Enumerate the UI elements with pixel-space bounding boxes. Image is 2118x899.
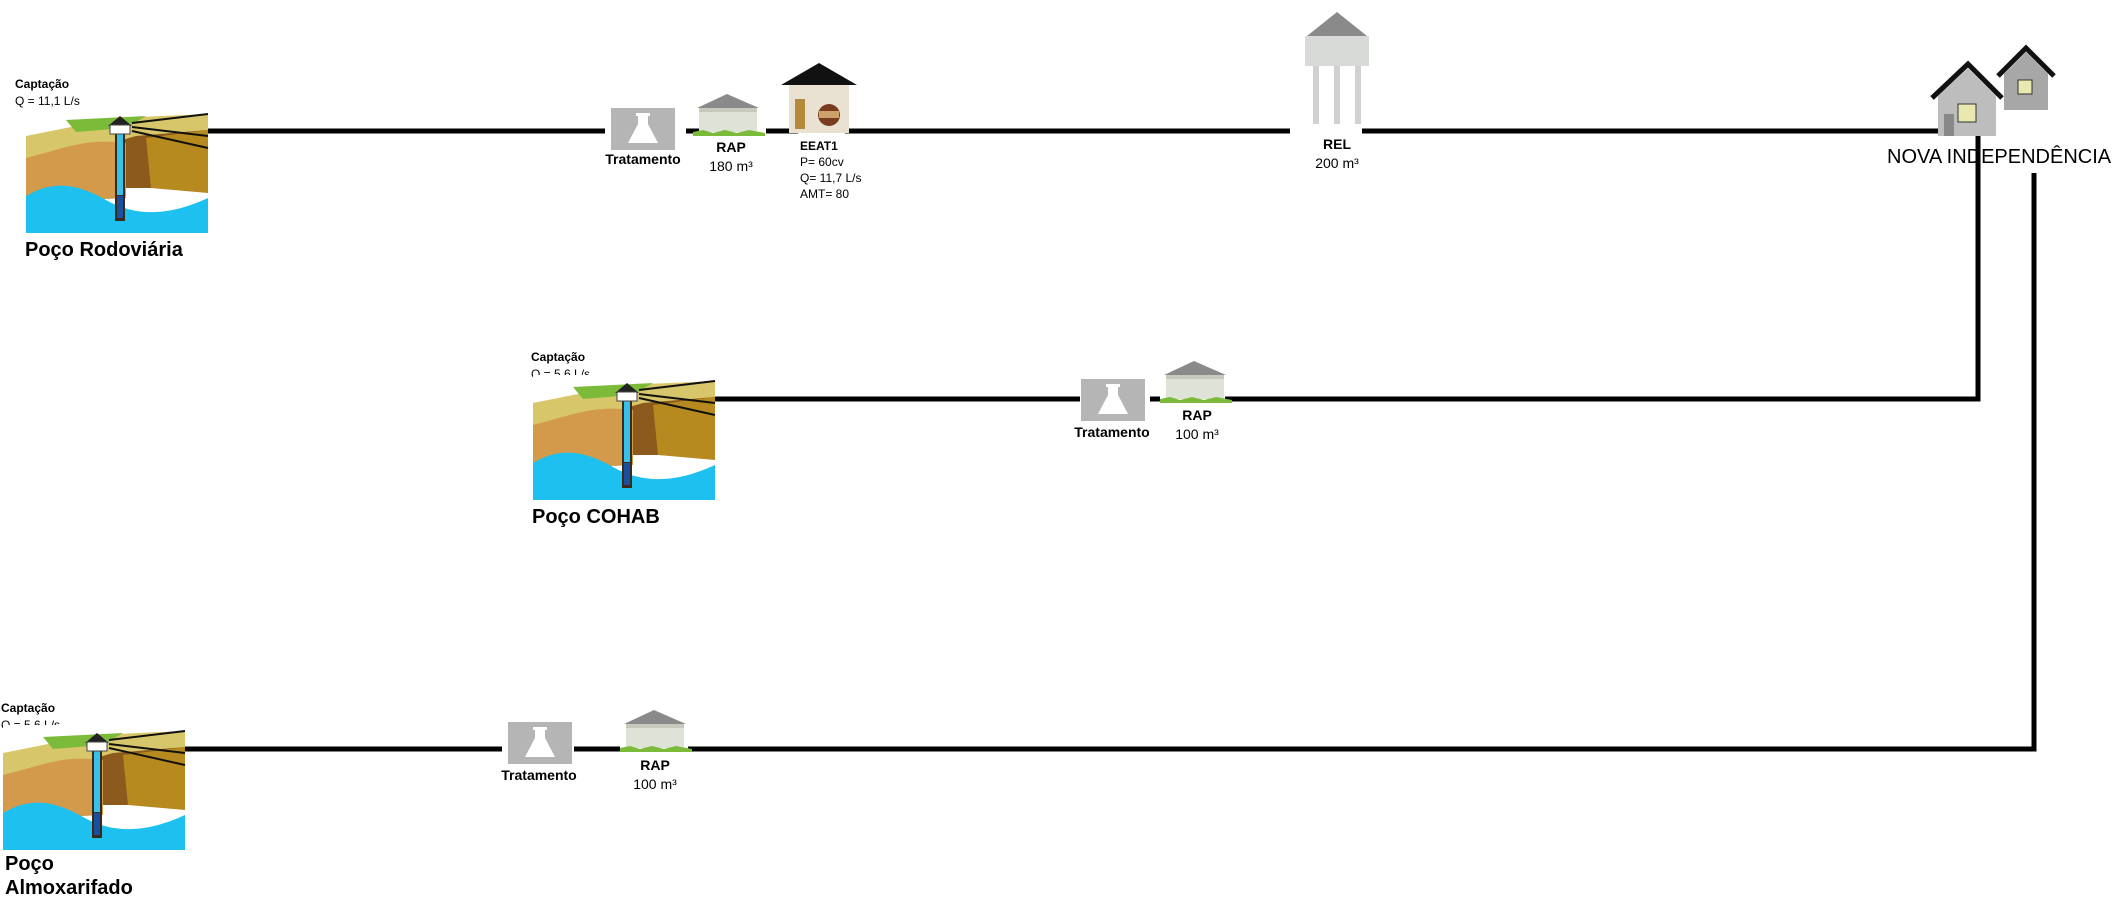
flask-icon: [611, 108, 675, 150]
pump-head: AMT= 80: [800, 187, 849, 201]
pump-flow: Q= 11,7 L/s: [800, 171, 861, 185]
rel-name: REL: [1323, 136, 1351, 152]
rel-volume: 200 m³: [1315, 155, 1359, 171]
rap-tank-1: RAP 180 m³: [693, 94, 765, 174]
tank-icon: [693, 94, 765, 136]
treatment-label: Tratamento: [501, 767, 576, 783]
pipelines: [180, 128, 2037, 752]
capture-label: Captação: [531, 350, 585, 364]
destination-label: NOVA INDEPENDÊNCIA: [1887, 145, 2112, 168]
flow-rate: Q = 11,1 L/s: [15, 94, 80, 108]
flask-icon: [508, 722, 572, 764]
well-name: Poço COHAB: [532, 506, 660, 528]
well-rodoviaria: Captação Q = 11,1 L/s Poço Rodoviária: [15, 77, 209, 261]
pipe-rap-3-to-destination: [688, 173, 2037, 752]
rap-name: RAP: [716, 139, 746, 155]
capture-label: Captação: [1, 701, 55, 715]
water-tower-icon: [1305, 12, 1369, 124]
treatment-1: Tratamento: [605, 108, 681, 167]
pump-station-icon: [781, 63, 857, 133]
rap-volume: 100 m³: [633, 776, 677, 792]
capture-label: Captação: [15, 77, 69, 91]
well-illustration: [2, 724, 186, 851]
houses-icon: [1932, 48, 2054, 136]
well-name: Poço Rodoviária: [25, 239, 184, 261]
rap-volume: 100 m³: [1175, 426, 1219, 442]
treatment-3: Tratamento: [501, 722, 577, 783]
rap-name: RAP: [640, 757, 670, 773]
well-cohab: Captação Q = 5,6 L/s Poço COHAB: [531, 350, 716, 528]
well-almoxarifado: Captação Q = 5,6 L/s Poço Almoxarifado: [1, 701, 186, 899]
pump-power: P= 60cv: [800, 155, 844, 169]
flask-icon: [1081, 379, 1145, 421]
tank-icon: [620, 710, 692, 752]
well-illustration: [532, 374, 716, 501]
pipe-rap-2-to-destination: [1225, 136, 1981, 402]
pump-station: EEAT1 P= 60cv Q= 11,7 L/s AMT= 80: [781, 63, 861, 201]
rap-tank-2: RAP 100 m³: [1160, 361, 1232, 442]
rap-volume: 180 m³: [709, 158, 753, 174]
treatment-label: Tratamento: [605, 151, 680, 167]
rap-name: RAP: [1182, 407, 1212, 423]
well-name: Poço: [5, 853, 54, 875]
pump-station-name: EEAT1: [800, 139, 838, 153]
treatment-2: Tratamento: [1074, 379, 1150, 440]
destination: NOVA INDEPENDÊNCIA: [1887, 48, 2112, 168]
rap-tank-3: RAP 100 m³: [620, 710, 692, 792]
elevated-reservoir: REL 200 m³: [1305, 12, 1369, 171]
treatment-label: Tratamento: [1074, 424, 1149, 440]
well-illustration: [25, 107, 209, 234]
tank-icon: [1160, 361, 1232, 403]
well-name-line-2: Almoxarifado: [5, 877, 133, 899]
